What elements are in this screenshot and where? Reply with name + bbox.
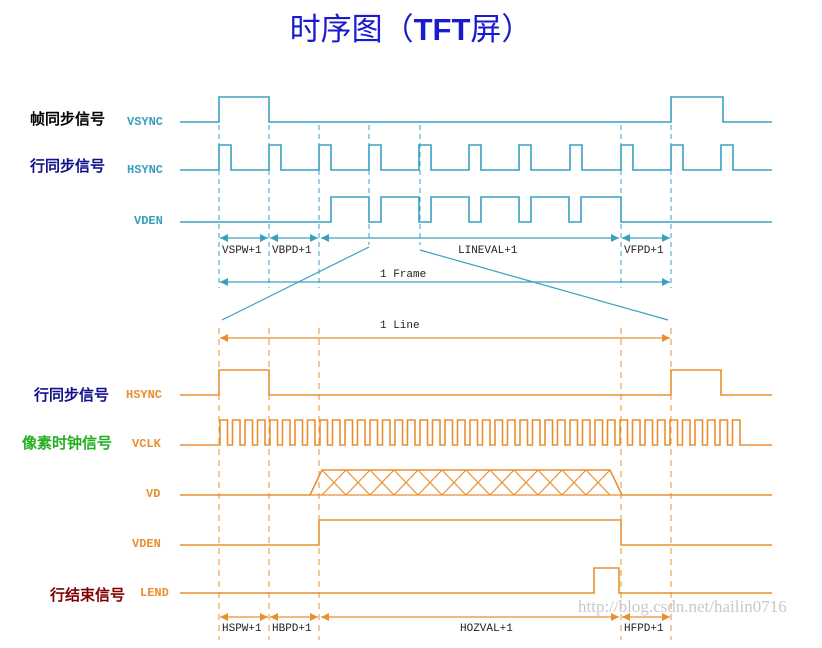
hsync-wave-bottom bbox=[180, 369, 772, 396]
zoom-line-left bbox=[221, 246, 370, 321]
frame-arrow-right-arrowhead bbox=[662, 278, 670, 286]
vd-data-cross bbox=[417, 469, 443, 496]
vsync-wave bbox=[180, 96, 772, 123]
lineval-arrow-right-arrowhead bbox=[611, 234, 619, 242]
vd-data-cross bbox=[465, 469, 491, 496]
interval-vbpd: VBPD+1 bbox=[272, 245, 312, 257]
vd-data-cross bbox=[513, 469, 539, 496]
signal-vd: VD bbox=[146, 487, 161, 501]
interval-hozval: HOZVAL+1 bbox=[460, 623, 513, 635]
label-line-sync-bottom: 行同步信号 bbox=[34, 386, 110, 404]
vden-wave-bottom bbox=[180, 519, 772, 546]
interval-lineval: LINEVAL+1 bbox=[458, 245, 518, 257]
vden-wave-top bbox=[180, 196, 772, 223]
watermark: http://blog.csdn.net/hailin0716 bbox=[578, 597, 787, 616]
vd-data-cross bbox=[345, 469, 371, 496]
span-frame: 1 Frame bbox=[380, 269, 427, 281]
vbpd-arrow-right-arrowhead bbox=[310, 234, 318, 242]
hfpd-arrow-right-arrowhead bbox=[662, 613, 670, 621]
line-arrow-left-arrowhead bbox=[220, 334, 228, 342]
vd-data-cross bbox=[489, 469, 515, 496]
frame-arrow-left-arrowhead bbox=[220, 278, 228, 286]
interval-hfpd: HFPD+1 bbox=[624, 623, 664, 635]
label-line-end: 行结束信号 bbox=[50, 586, 126, 604]
hspw-arrow-left-arrowhead bbox=[220, 613, 228, 621]
hsync-wave-top bbox=[180, 144, 772, 171]
title-bold: TFT bbox=[413, 12, 471, 47]
vfpd-arrow-right-arrowhead bbox=[662, 234, 670, 242]
signal-hsync-bottom: HSYNC bbox=[126, 388, 163, 402]
vd-data-cross bbox=[585, 469, 611, 496]
diagram-title: 时序图（TFT屏） bbox=[0, 4, 822, 49]
vd-data-cross bbox=[393, 469, 419, 496]
hfpd-arrow-left-arrowhead bbox=[622, 613, 630, 621]
title-prefix: 时序图（ bbox=[289, 12, 414, 48]
interval-vspw: VSPW+1 bbox=[222, 245, 262, 257]
span-line: 1 Line bbox=[380, 320, 420, 332]
vfpd-arrow-left-arrowhead bbox=[622, 234, 630, 242]
hozval-arrow-left-arrowhead bbox=[321, 613, 329, 621]
hspw-arrow-right-arrowhead bbox=[260, 613, 268, 621]
signal-hsync-top: HSYNC bbox=[127, 163, 164, 177]
vspw-arrow-left-arrowhead bbox=[220, 234, 228, 242]
vspw-arrow-right-arrowhead bbox=[260, 234, 268, 242]
label-frame-sync: 帧同步信号 bbox=[30, 110, 106, 128]
interval-vfpd: VFPD+1 bbox=[624, 245, 664, 257]
vd-data-cross bbox=[537, 469, 563, 496]
zoom-line-right bbox=[419, 249, 669, 321]
hbpd-arrow-left-arrowhead bbox=[270, 613, 278, 621]
signal-vsync: VSYNC bbox=[127, 115, 164, 129]
interval-hbpd: HBPD+1 bbox=[272, 623, 312, 635]
label-line-sync: 行同步信号 bbox=[30, 157, 106, 175]
interval-hspw: HSPW+1 bbox=[222, 623, 262, 635]
signal-vden-bottom: VDEN bbox=[132, 537, 161, 551]
signal-vclk: VCLK bbox=[132, 437, 161, 451]
vd-data-cross bbox=[561, 469, 587, 496]
vbpd-arrow-left-arrowhead bbox=[270, 234, 278, 242]
signal-lend: LEND bbox=[140, 586, 169, 600]
title-suffix: 屏） bbox=[470, 12, 533, 48]
vd-data-cross bbox=[441, 469, 467, 496]
lineval-arrow-left-arrowhead bbox=[321, 234, 329, 242]
lend-wave bbox=[180, 567, 772, 594]
line-arrow-right-arrowhead bbox=[662, 334, 670, 342]
vd-data-cross bbox=[369, 469, 395, 496]
vclk-wave bbox=[180, 419, 772, 446]
label-pixel-clock: 像素时钟信号 bbox=[22, 434, 113, 452]
hbpd-arrow-right-arrowhead bbox=[310, 613, 318, 621]
vd-data-cross bbox=[321, 469, 347, 496]
signal-vden-top: VDEN bbox=[134, 214, 163, 228]
hozval-arrow-right-arrowhead bbox=[611, 613, 619, 621]
